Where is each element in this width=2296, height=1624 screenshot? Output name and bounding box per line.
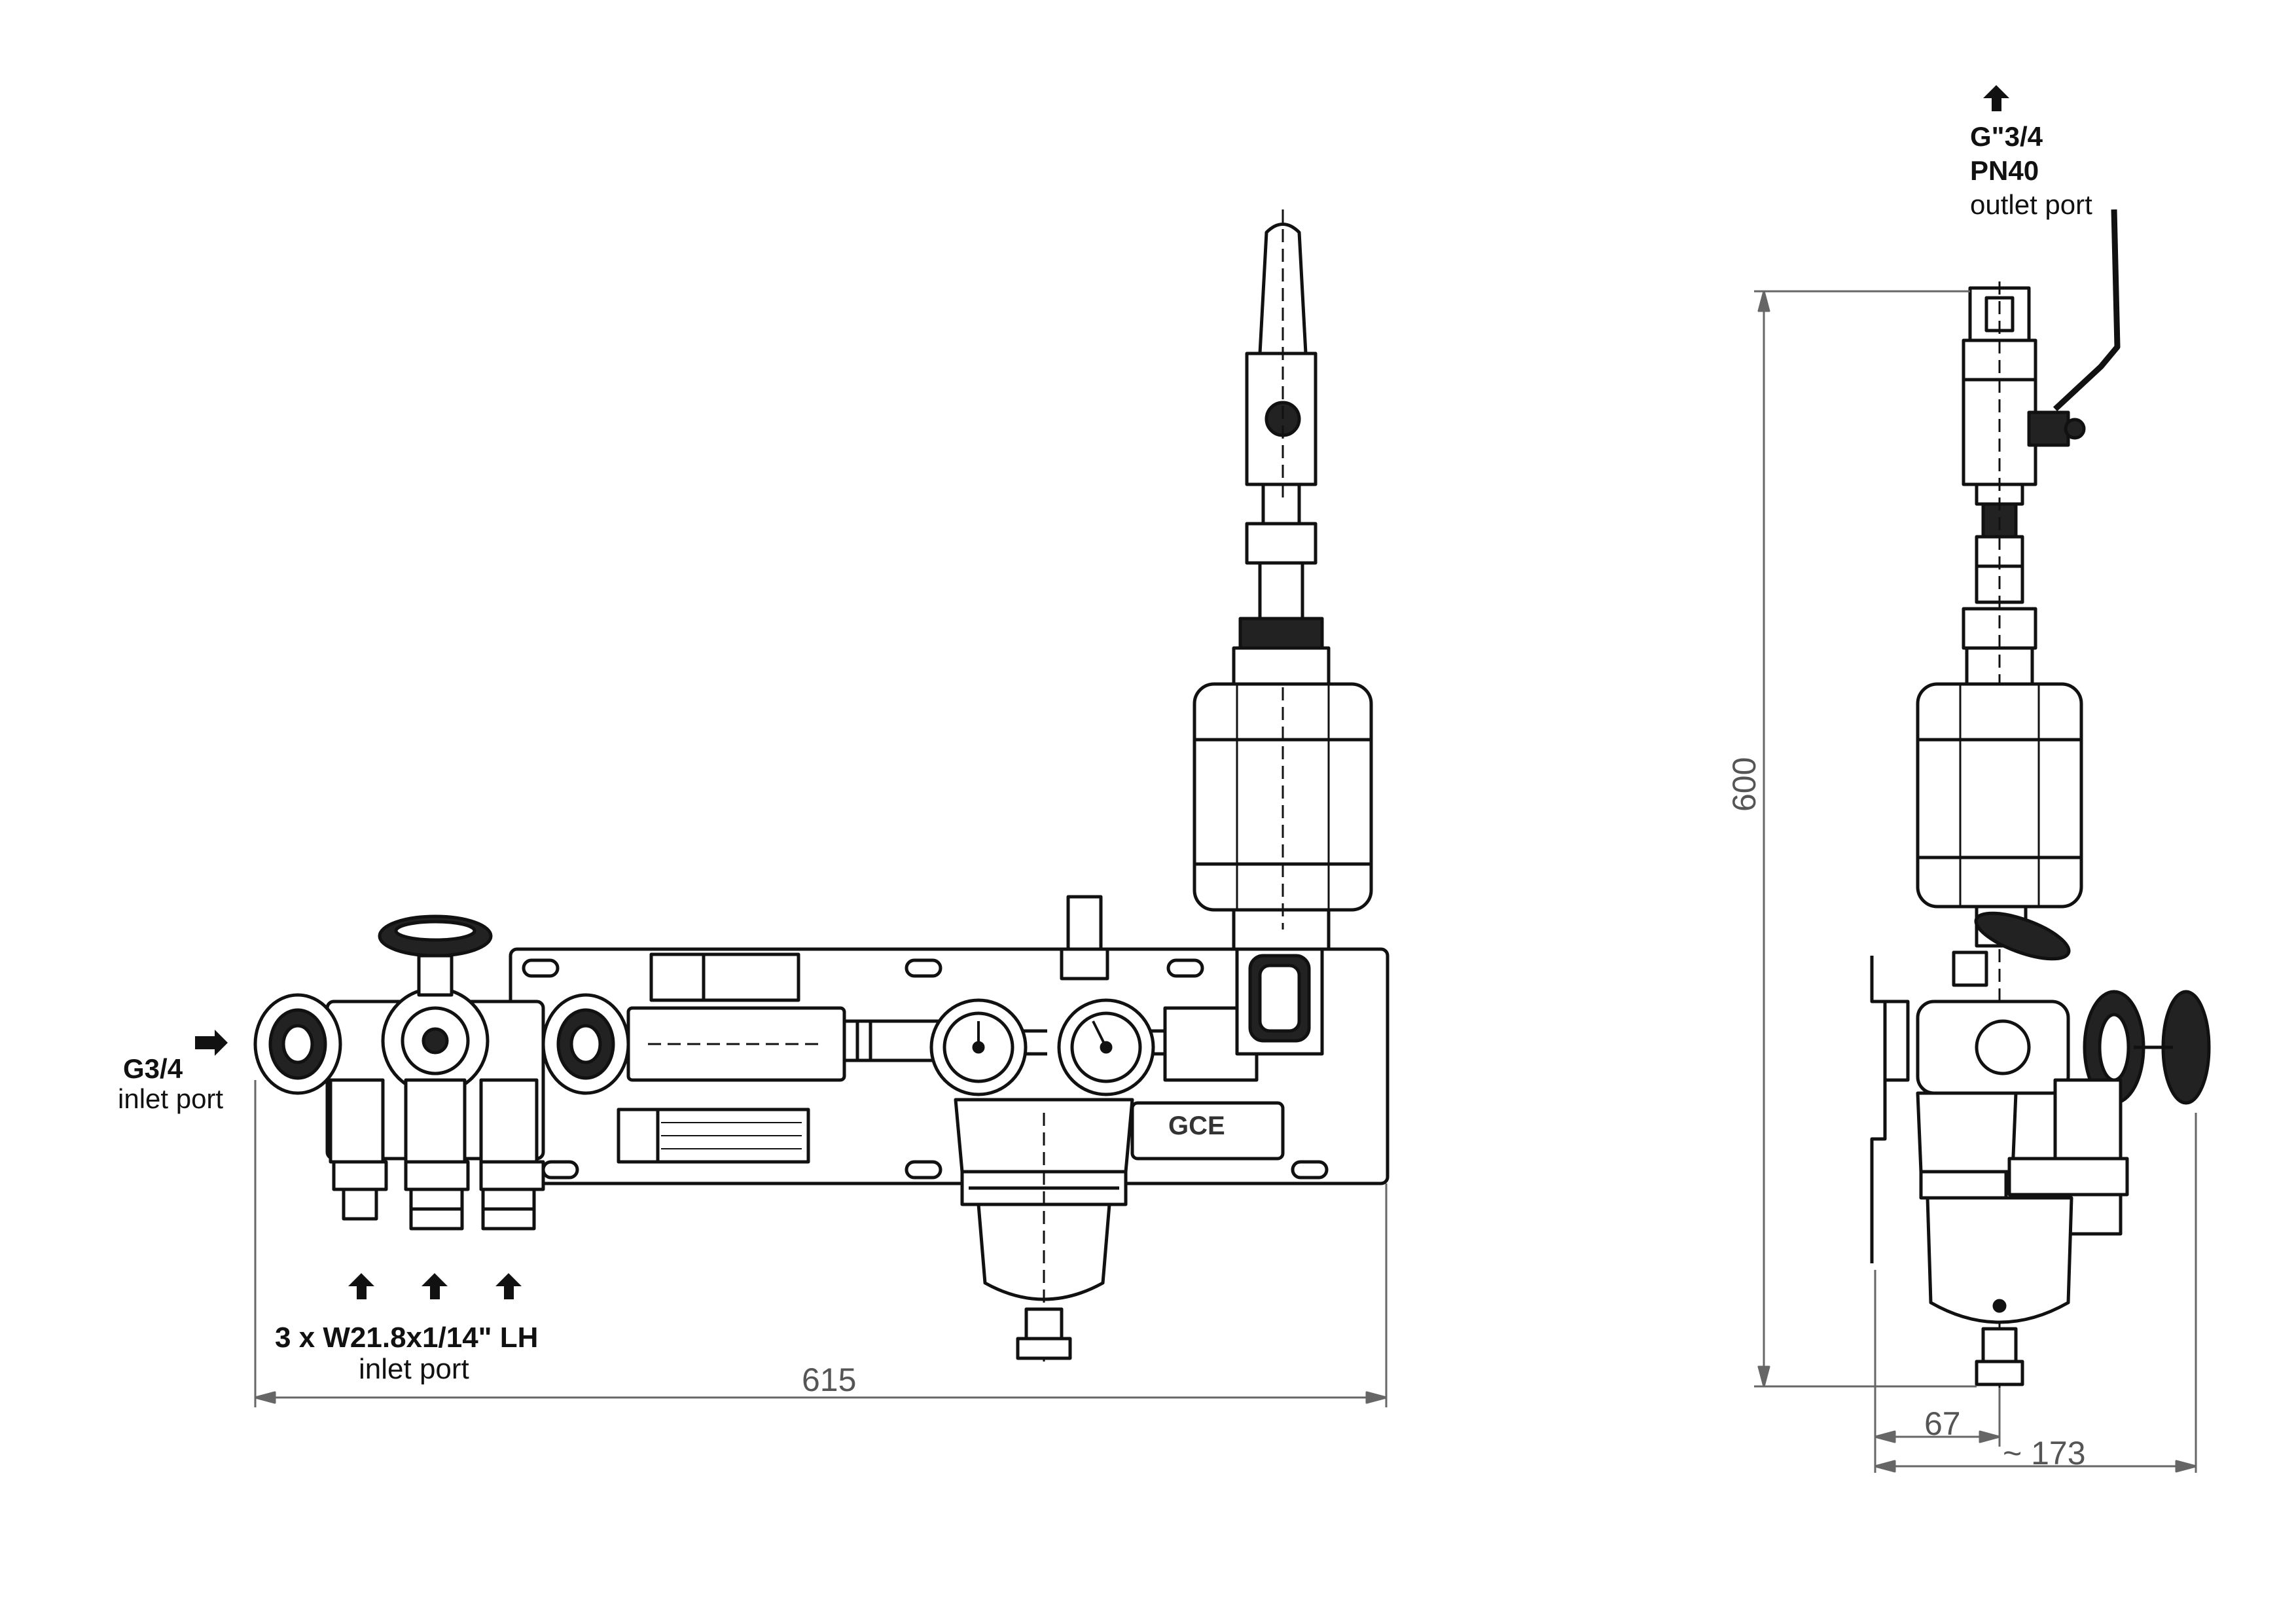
outlet-arrow	[1983, 85, 2009, 111]
width-dimension	[254, 1080, 1388, 1407]
depth-dimensions	[1874, 1113, 2197, 1473]
left-inlet-caption: inlet port	[118, 1083, 224, 1114]
label-plates	[617, 952, 1285, 1164]
front-view	[195, 209, 1390, 1407]
side-valves	[1870, 911, 2211, 1263]
inlet-valve-block	[253, 914, 630, 1231]
width-dimension-value: 615	[802, 1362, 857, 1398]
height-dimension-value: 600	[1726, 757, 1763, 812]
plate-logo: GCE	[1168, 1111, 1225, 1140]
side-outlet-valve	[1962, 209, 2121, 1388]
pressure-gauges	[929, 998, 1155, 1096]
outlet-caption: outlet port	[1970, 189, 2092, 220]
inlet-arrows	[195, 1030, 522, 1299]
bottom-inlet-caption: inlet port	[359, 1353, 469, 1385]
outlet-pressure-label: PN40	[1970, 155, 2039, 186]
outlet-thread-label: G"3/4	[1970, 121, 2043, 152]
filter-housing	[954, 1098, 1134, 1362]
regulator-stem	[1060, 895, 1109, 981]
side-cartridge	[1916, 682, 2083, 948]
depth-dimension-1-value: 67	[1924, 1405, 1961, 1442]
side-view	[1754, 85, 2211, 1473]
left-inlet-thread-label: G3/4	[123, 1053, 183, 1084]
height-dimension	[1754, 290, 1977, 1388]
depth-dimension-2-value: ~ 173	[2003, 1435, 2086, 1471]
bottom-inlet-spec-label: 3 x W21.8x1/14" LH	[275, 1322, 539, 1354]
outlet-column	[1163, 209, 1373, 1082]
side-filter	[1916, 1091, 2129, 1386]
